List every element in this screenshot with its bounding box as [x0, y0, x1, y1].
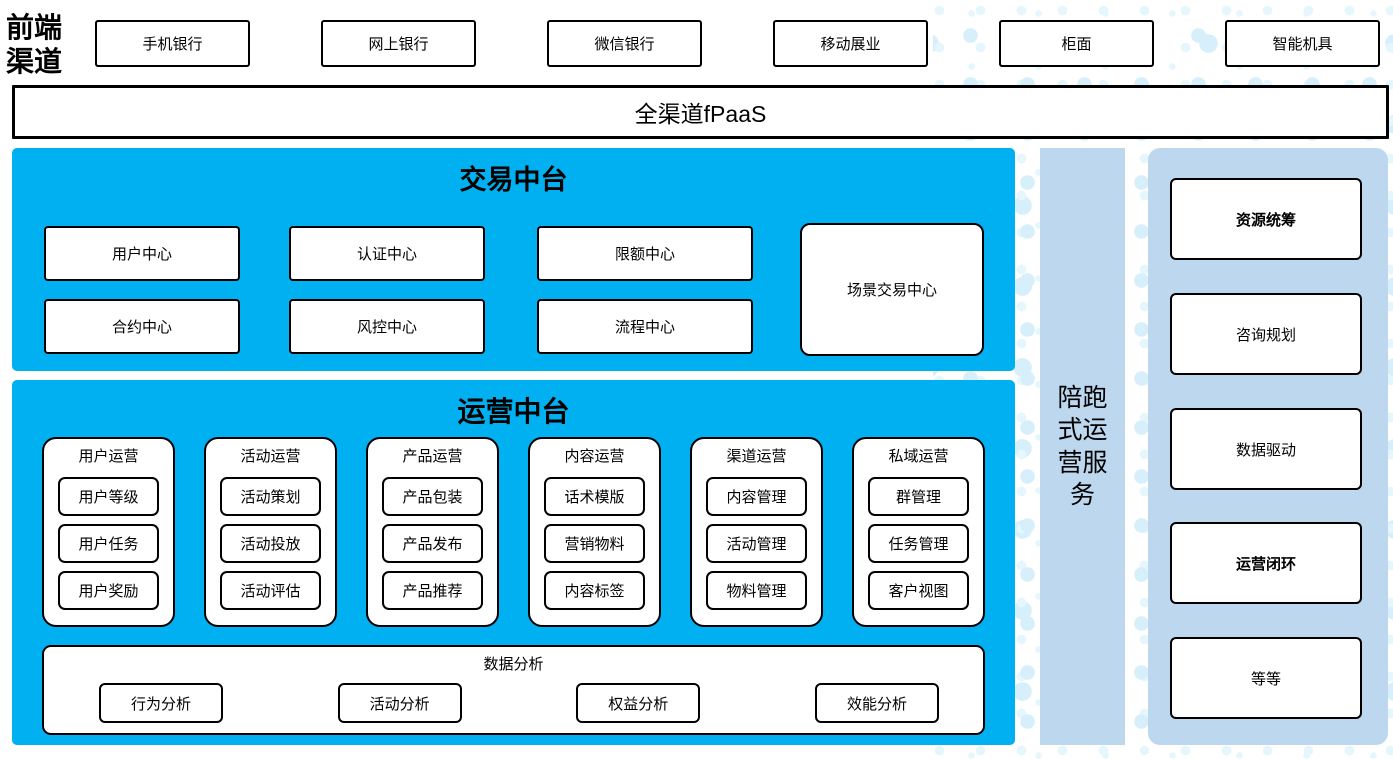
center-box-auth: 认证中心 [289, 226, 485, 281]
transaction-platform-title: 交易中台 [459, 165, 568, 195]
column-item: 用户奖励 [58, 571, 159, 610]
column-header: 内容运营 [564, 448, 625, 465]
column-item: 产品包装 [382, 477, 483, 516]
service-box-data-driven: 数据驱动 [1170, 408, 1362, 490]
scene-transaction-center-box: 场景交易中心 [800, 223, 984, 356]
analysis-box-behavior: 行为分析 [99, 683, 223, 723]
column-item: 任务管理 [868, 524, 969, 563]
channel-box-mobile-outreach: 移动展业 [773, 20, 928, 67]
companion-service-label: 陪跑式运营服务 [1057, 383, 1108, 510]
column-header: 私域运营 [888, 448, 949, 465]
channel-box-mobile-banking: 手机银行 [95, 20, 250, 67]
column-item: 物料管理 [706, 571, 807, 610]
center-box-contract: 合约中心 [44, 299, 240, 354]
analysis-box-efficiency: 效能分析 [814, 683, 939, 723]
center-box-process: 流程中心 [537, 299, 753, 354]
operation-column-user: 用户运营 用户等级 用户任务 用户奖励 [42, 437, 175, 627]
channel-box-wechat-banking: 微信银行 [547, 20, 702, 67]
column-item: 客户视图 [868, 571, 969, 610]
channel-box-smart-devices: 智能机具 [1225, 20, 1380, 67]
operation-column-channel: 渠道运营 内容管理 活动管理 物料管理 [690, 437, 823, 627]
operation-column-content: 内容运营 话术模版 营销物料 内容标签 [528, 437, 661, 627]
service-box-etc: 等等 [1170, 637, 1362, 719]
service-box-resource-planning: 资源统筹 [1170, 178, 1362, 260]
column-item: 营销物料 [544, 524, 645, 563]
channel-box-online-banking: 网上银行 [321, 20, 476, 67]
operation-columns: 用户运营 用户等级 用户任务 用户奖励 活动运营 活动策划 活动投放 活动评估 … [42, 437, 985, 627]
center-box-risk: 风控中心 [289, 299, 485, 354]
data-analysis-title: 数据分析 [483, 656, 544, 673]
service-panel: 资源统筹 咨询规划 数据驱动 运营闭环 等等 [1148, 148, 1388, 745]
column-item: 内容管理 [706, 477, 807, 516]
analysis-box-activity: 活动分析 [337, 683, 462, 723]
column-item: 群管理 [868, 477, 969, 516]
column-header: 用户运营 [78, 448, 139, 465]
transaction-platform-panel: 交易中台 用户中心 认证中心 限额中心 合约中心 风控中心 流程中心 场景交易中… [12, 148, 1015, 371]
channel-box-counter: 柜面 [999, 20, 1154, 67]
column-item: 话术模版 [544, 477, 645, 516]
data-analysis-box: 数据分析 行为分析 活动分析 权益分析 效能分析 [42, 645, 985, 735]
operation-column-private: 私域运营 群管理 任务管理 客户视图 [852, 437, 985, 627]
column-item: 活动策划 [220, 477, 321, 516]
data-analysis-row: 行为分析 活动分析 权益分析 效能分析 [44, 683, 983, 723]
frontend-channels-label: 前端渠道 [6, 13, 63, 79]
companion-service-bar: 陪跑式运营服务 [1040, 148, 1125, 745]
service-box-consulting: 咨询规划 [1170, 293, 1362, 375]
operation-platform-title: 运营中台 [457, 397, 570, 428]
operation-column-product: 产品运营 产品包装 产品发布 产品推荐 [366, 437, 499, 627]
column-header: 活动运营 [240, 448, 301, 465]
operation-platform-panel: 运营中台 用户运营 用户等级 用户任务 用户奖励 活动运营 活动策划 活动投放 … [12, 380, 1015, 745]
analysis-box-rights: 权益分析 [576, 683, 701, 723]
column-item: 产品发布 [382, 524, 483, 563]
column-item: 活动管理 [706, 524, 807, 563]
column-item: 内容标签 [544, 571, 645, 610]
column-header: 渠道运营 [726, 448, 787, 465]
fpaas-omnichannel-bar: 全渠道fPaaS [12, 85, 1389, 139]
service-box-operation-loop: 运营闭环 [1170, 522, 1362, 604]
column-header: 产品运营 [402, 448, 463, 465]
operation-column-activity: 活动运营 活动策划 活动投放 活动评估 [204, 437, 337, 627]
frontend-channel-row: 手机银行 网上银行 微信银行 移动展业 柜面 智能机具 [95, 20, 1380, 67]
column-item: 用户等级 [58, 477, 159, 516]
column-item: 活动评估 [220, 571, 321, 610]
column-item: 活动投放 [220, 524, 321, 563]
column-item: 产品推荐 [382, 571, 483, 610]
center-box-limit: 限额中心 [537, 226, 753, 281]
center-box-user: 用户中心 [44, 226, 240, 281]
column-item: 用户任务 [58, 524, 159, 563]
